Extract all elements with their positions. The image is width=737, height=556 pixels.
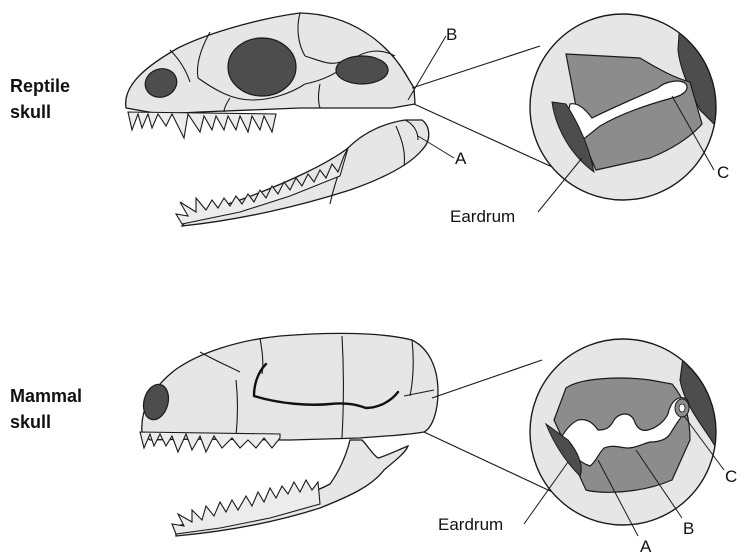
reptile-lower-jaw [176, 120, 429, 226]
mammal-cranium [142, 333, 438, 440]
reptile-zoom-line [412, 46, 540, 88]
reptile-upper-skull [126, 13, 415, 138]
mammal-lower-jaw [172, 440, 408, 536]
mammal-label-a: A [640, 537, 652, 556]
reptile-label-a: A [455, 149, 467, 168]
mammal-label-b: B [683, 519, 694, 538]
mammal-section: Mammal skull [10, 333, 737, 556]
mammal-label-c: C [725, 467, 737, 486]
reptile-section: Reptile skull [10, 13, 730, 226]
mammal-title-line2: skull [10, 412, 51, 432]
reptile-ear-magnifier [530, 14, 730, 200]
reptile-label-c: C [717, 163, 729, 182]
reptile-temporal-opening [336, 56, 388, 84]
mammal-ear-magnifier [530, 339, 730, 525]
reptile-upper-teeth [128, 112, 276, 138]
mammal-label-eardrum: Eardrum [438, 515, 503, 534]
reptile-title-line1: Reptile [10, 76, 70, 96]
reptile-title-line2: skull [10, 102, 51, 122]
mammal-upper-teeth [140, 432, 280, 452]
mammal-title-line1: Mammal [10, 386, 82, 406]
mammal-stapes-hole [679, 404, 685, 412]
reptile-label-eardrum: Eardrum [450, 207, 515, 226]
mammal-zoom-line [432, 360, 542, 398]
mammal-upper-skull [140, 333, 438, 452]
reptile-label-b: B [446, 25, 457, 44]
reptile-leader-b [408, 36, 446, 100]
reptile-eye-socket [228, 38, 296, 96]
